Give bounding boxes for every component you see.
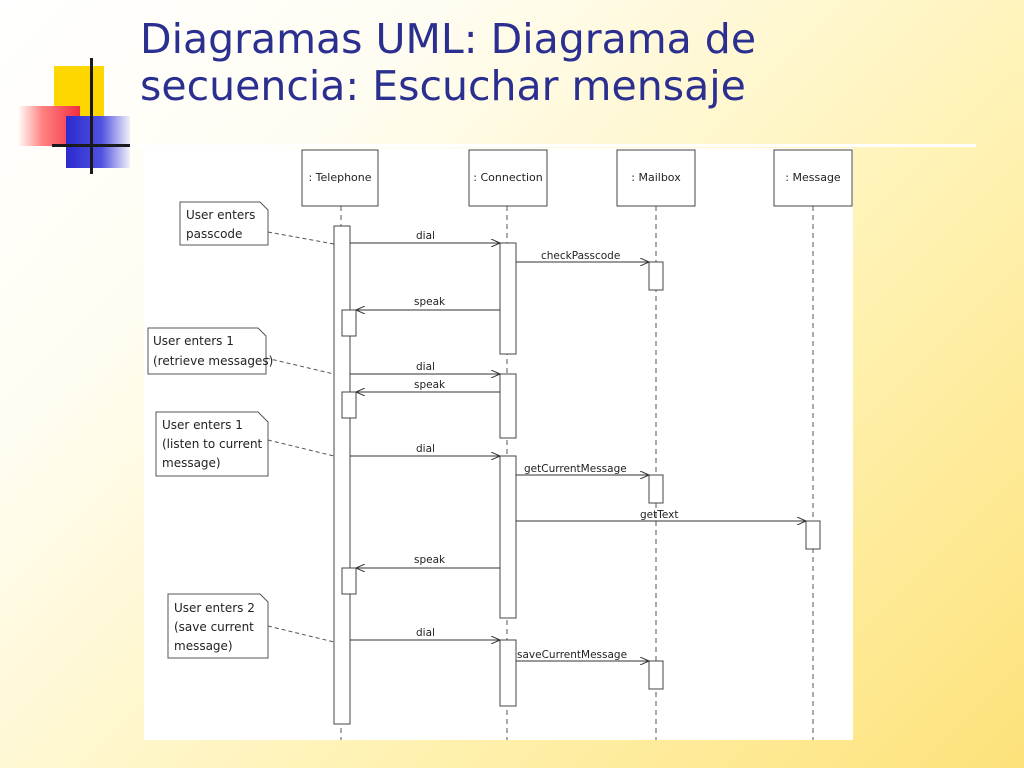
decor-horizontal-line bbox=[52, 144, 136, 147]
activation-mailbox-3 bbox=[648, 660, 664, 690]
note-connector-3 bbox=[267, 439, 335, 457]
object-label-connection: : Connection bbox=[473, 171, 542, 184]
note-retrieve-line-2: (retrieve messages) bbox=[153, 354, 273, 368]
message-label-speak-2: speak bbox=[414, 379, 446, 391]
object-label-message: : Message bbox=[785, 171, 841, 184]
title-underline bbox=[130, 144, 976, 147]
activation-message-1 bbox=[805, 520, 821, 550]
object-box-connection bbox=[468, 149, 548, 207]
message-label-speak-1: speak bbox=[414, 296, 446, 308]
message-label-getcurrentmessage: getCurrentMessage bbox=[524, 463, 627, 475]
object-label-mailbox: : Mailbox bbox=[631, 171, 681, 184]
message-label-gettext: getText bbox=[640, 509, 678, 521]
slide-title-line-2: secuencia: Escuchar mensaje bbox=[140, 62, 746, 110]
message-label-checkpasscode: checkPasscode bbox=[541, 250, 620, 262]
message-label-dial-4: dial bbox=[416, 627, 435, 639]
activation-telephone-speak-2 bbox=[341, 391, 357, 419]
sequence-diagram: : Telephone : Connection : Mailbox : Mes… bbox=[144, 148, 853, 740]
note-connector-1 bbox=[267, 231, 335, 245]
note-save-current bbox=[167, 593, 269, 659]
decor-blue-square bbox=[66, 116, 130, 168]
note-listen-line-3: message) bbox=[162, 456, 221, 470]
object-box-mailbox bbox=[616, 149, 696, 207]
message-label-speak-3: speak bbox=[414, 554, 446, 566]
object-box-message bbox=[773, 149, 853, 207]
activation-connection-4 bbox=[499, 639, 517, 707]
message-label-savecurrentmessage: saveCurrentMessage bbox=[517, 649, 627, 661]
note-listen-line-1: User enters 1 bbox=[162, 418, 243, 432]
object-box-telephone bbox=[301, 149, 379, 207]
note-save-line-2: (save current bbox=[174, 620, 254, 634]
activation-connection-2 bbox=[499, 373, 517, 439]
activation-mailbox-1 bbox=[648, 261, 664, 291]
note-listen-current bbox=[155, 411, 269, 477]
slide-title-line-1: Diagramas UML: Diagrama de bbox=[140, 15, 757, 63]
note-passcode-line-1: User enters bbox=[186, 208, 255, 222]
decor-vertical-line bbox=[90, 58, 93, 174]
slide-title: Diagramas UML: Diagrama de secuencia: Es… bbox=[140, 16, 1000, 110]
note-retrieve-line-1: User enters 1 bbox=[153, 334, 234, 348]
note-save-line-1: User enters 2 bbox=[174, 601, 255, 615]
object-label-telephone: : Telephone bbox=[308, 171, 371, 184]
note-connector-4 bbox=[267, 625, 335, 643]
activation-connection-1 bbox=[499, 242, 517, 355]
note-passcode-line-2: passcode bbox=[186, 227, 242, 241]
message-label-dial-1: dial bbox=[416, 230, 435, 242]
message-label-dial-2: dial bbox=[416, 361, 435, 373]
activation-telephone-speak-3 bbox=[341, 567, 357, 595]
activation-mailbox-2 bbox=[648, 474, 664, 504]
message-label-dial-3: dial bbox=[416, 443, 435, 455]
note-connector-2 bbox=[265, 357, 335, 375]
note-passcode bbox=[179, 201, 269, 246]
activation-connection-3 bbox=[499, 455, 517, 619]
note-listen-line-2: (listen to current bbox=[162, 437, 263, 451]
note-retrieve-messages bbox=[147, 327, 267, 375]
activation-telephone-main bbox=[333, 225, 351, 725]
note-save-line-3: message) bbox=[174, 639, 233, 653]
activation-telephone-speak-1 bbox=[341, 309, 357, 337]
